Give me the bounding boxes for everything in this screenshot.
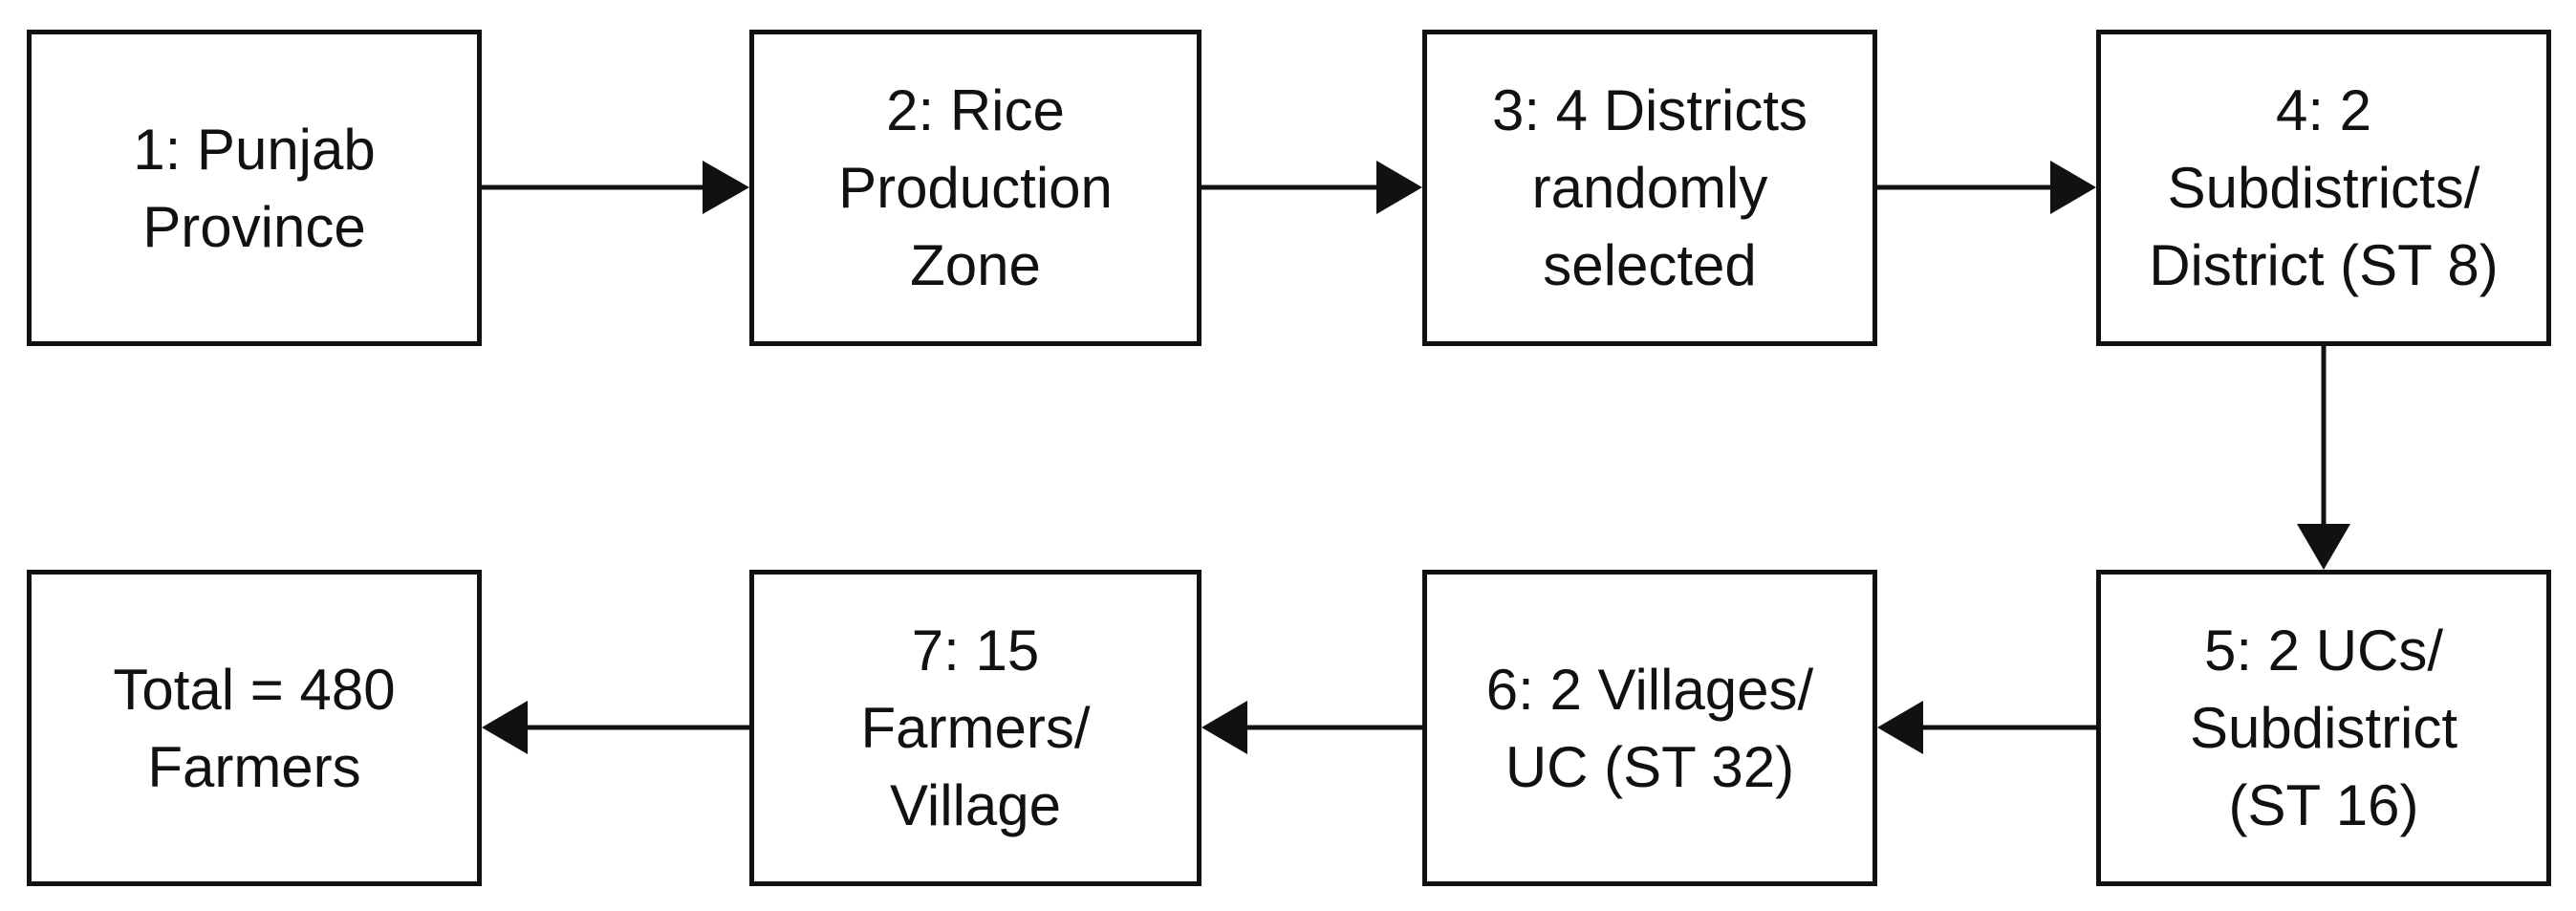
total-label: Total = 480 Farmers [113, 657, 396, 799]
step-7-farmers-box: 7: 15 Farmers/ Village [749, 570, 1201, 886]
step-6-villages-box: 6: 2 Villages/ UC (ST 32) [1422, 570, 1877, 886]
step-4-subdistricts-box: 4: 2 Subdistricts/ District (ST 8) [2096, 30, 2551, 346]
step-1-label: 1: Punjab Province [133, 117, 376, 259]
step-7-label: 7: 15 Farmers/ Village [860, 618, 1091, 837]
step-2-rice-production-zone-box: 2: Rice Production Zone [749, 30, 1201, 346]
step-2-label: 2: Rice Production Zone [838, 78, 1113, 297]
step-3-districts-box: 3: 4 Districts randomly selected [1422, 30, 1877, 346]
step-6-label: 6: 2 Villages/ UC (ST 32) [1485, 657, 1814, 799]
arrow-step4-to-step5 [2297, 346, 2350, 570]
arrow-step3-to-step4 [1877, 161, 2096, 214]
arrow-step1-to-step2 [482, 161, 749, 214]
arrow-step7-to-total [482, 701, 749, 754]
total-farmers-box: Total = 480 Farmers [27, 570, 482, 886]
step-3-label: 3: 4 Districts randomly selected [1491, 78, 1808, 297]
arrow-step2-to-step3 [1201, 161, 1422, 214]
arrow-step5-to-step6 [1877, 701, 2096, 754]
step-4-label: 4: 2 Subdistricts/ District (ST 8) [2149, 78, 2499, 297]
arrow-step6-to-step7 [1201, 701, 1422, 754]
step-5-label: 5: 2 UCs/ Subdistrict (ST 16) [2189, 618, 2458, 837]
step-1-punjab-province-box: 1: Punjab Province [27, 30, 482, 346]
step-5-ucs-box: 5: 2 UCs/ Subdistrict (ST 16) [2096, 570, 2551, 886]
